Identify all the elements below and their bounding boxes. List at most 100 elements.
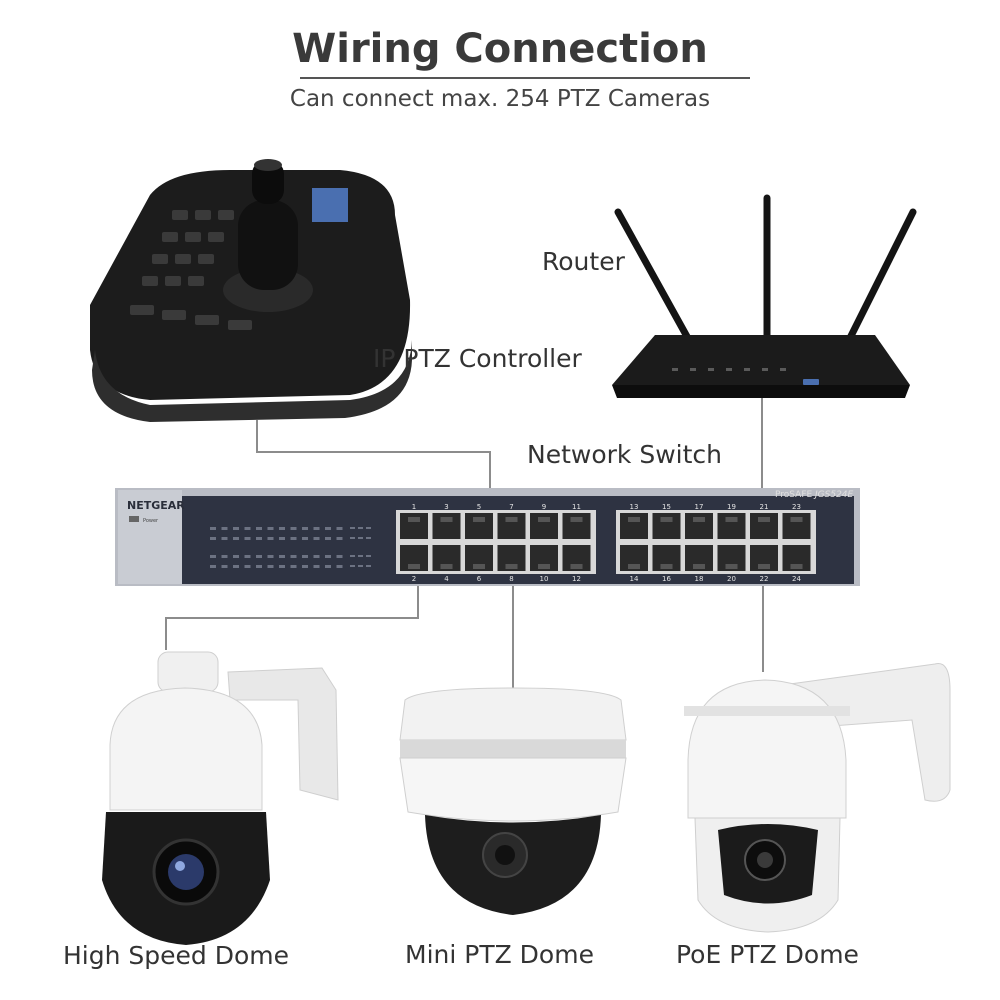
ethernet-port bbox=[750, 513, 778, 539]
port-led bbox=[302, 537, 308, 540]
ethernet-port bbox=[685, 513, 713, 539]
controller-display bbox=[312, 188, 348, 222]
port-number-top: 3 bbox=[444, 503, 448, 511]
mini-ptz-dome-label: Mini PTZ Dome bbox=[405, 940, 594, 969]
port-number-top: 17 bbox=[695, 503, 704, 511]
port-led bbox=[256, 565, 262, 568]
poe-ptz-dome-label: PoE PTZ Dome bbox=[676, 940, 859, 969]
switch-model: JGS524E bbox=[813, 490, 854, 500]
port-led bbox=[221, 537, 228, 540]
port-led bbox=[267, 527, 274, 530]
switch-power-led bbox=[129, 516, 139, 522]
page-title: Wiring Connection bbox=[292, 26, 708, 72]
port-led bbox=[325, 537, 331, 540]
port-led bbox=[244, 537, 251, 540]
port-number-bottom: 6 bbox=[477, 575, 482, 583]
port-led bbox=[279, 565, 285, 568]
port-led bbox=[244, 555, 251, 558]
port-led bbox=[210, 555, 216, 558]
wire-switch-high-speed-dome bbox=[165, 560, 419, 650]
wires bbox=[165, 398, 764, 688]
port-number-top: 9 bbox=[542, 503, 546, 511]
router-device bbox=[612, 194, 917, 398]
port-number-top: 13 bbox=[630, 503, 639, 511]
ethernet-port bbox=[717, 513, 746, 539]
router-usb-port bbox=[803, 379, 819, 385]
port-led bbox=[302, 527, 308, 530]
high-speed-dome-label: High Speed Dome bbox=[63, 941, 290, 970]
router-status-leds bbox=[672, 368, 786, 371]
port-led bbox=[210, 537, 216, 540]
controller-keypad bbox=[130, 210, 252, 330]
port-number-bottom: 22 bbox=[760, 575, 769, 583]
port-number-bottom: 8 bbox=[509, 575, 513, 583]
port-number-top: 23 bbox=[792, 503, 801, 511]
port-number-top: 11 bbox=[572, 503, 581, 511]
port-led bbox=[313, 537, 320, 540]
port-led bbox=[290, 565, 297, 568]
ptz-controller-label: IP PTZ Controller bbox=[373, 344, 582, 373]
port-led bbox=[336, 555, 343, 558]
port-led bbox=[267, 565, 274, 568]
port-led bbox=[256, 555, 262, 558]
port-number-top: 21 bbox=[760, 503, 769, 511]
port-led bbox=[244, 527, 251, 530]
switch-brand: NETGEAR bbox=[127, 499, 185, 512]
mini-ptz-dome-camera bbox=[399, 687, 627, 915]
ethernet-port bbox=[652, 513, 681, 539]
port-led bbox=[313, 555, 320, 558]
port-number-top: 5 bbox=[477, 503, 481, 511]
port-led bbox=[336, 565, 343, 568]
page-subtitle: Can connect max. 254 PTZ Cameras bbox=[289, 86, 711, 112]
port-led bbox=[325, 565, 331, 568]
port-led bbox=[210, 527, 216, 530]
port-led bbox=[267, 537, 274, 540]
port-number-top: 7 bbox=[509, 503, 513, 511]
port-led bbox=[267, 555, 274, 558]
port-number-bottom: 16 bbox=[662, 575, 671, 583]
high-speed-dome-camera bbox=[102, 651, 339, 945]
port-led bbox=[290, 527, 297, 530]
port-number-bottom: 2 bbox=[412, 575, 416, 583]
port-led bbox=[256, 527, 262, 530]
port-led bbox=[233, 555, 239, 558]
switch-led-indicators bbox=[210, 527, 371, 568]
port-led bbox=[313, 565, 320, 568]
port-led bbox=[256, 537, 262, 540]
ethernet-port bbox=[497, 513, 526, 539]
port-led bbox=[210, 565, 216, 568]
network-switch-device: NETGEAR Power ProSAFE JGS524E 1234567891… bbox=[115, 488, 860, 586]
port-led bbox=[336, 537, 343, 540]
network-switch-label: Network Switch bbox=[527, 440, 722, 469]
ethernet-port bbox=[400, 513, 428, 539]
port-number-top: 15 bbox=[662, 503, 671, 511]
port-number-top: 1 bbox=[412, 503, 416, 511]
port-number-bottom: 10 bbox=[540, 575, 549, 583]
port-number-bottom: 24 bbox=[792, 575, 801, 583]
port-number-bottom: 20 bbox=[727, 575, 736, 583]
port-number-bottom: 14 bbox=[630, 575, 639, 583]
port-number-bottom: 12 bbox=[572, 575, 581, 583]
switch-power-label: Power bbox=[143, 518, 159, 524]
port-led bbox=[221, 555, 228, 558]
port-led bbox=[279, 537, 285, 540]
port-led bbox=[244, 565, 251, 568]
port-led bbox=[279, 527, 285, 530]
port-led bbox=[233, 537, 239, 540]
port-led bbox=[221, 527, 228, 530]
ethernet-port bbox=[432, 513, 461, 539]
port-led bbox=[279, 555, 285, 558]
port-led bbox=[233, 565, 239, 568]
ethernet-port bbox=[782, 513, 811, 539]
port-number-bottom: 4 bbox=[444, 575, 449, 583]
port-led bbox=[313, 527, 320, 530]
title-underline bbox=[300, 77, 750, 79]
port-led bbox=[221, 565, 228, 568]
port-led bbox=[233, 527, 239, 530]
port-led bbox=[325, 527, 331, 530]
switch-ports bbox=[400, 513, 811, 571]
port-led bbox=[325, 555, 331, 558]
ethernet-port bbox=[465, 513, 493, 539]
